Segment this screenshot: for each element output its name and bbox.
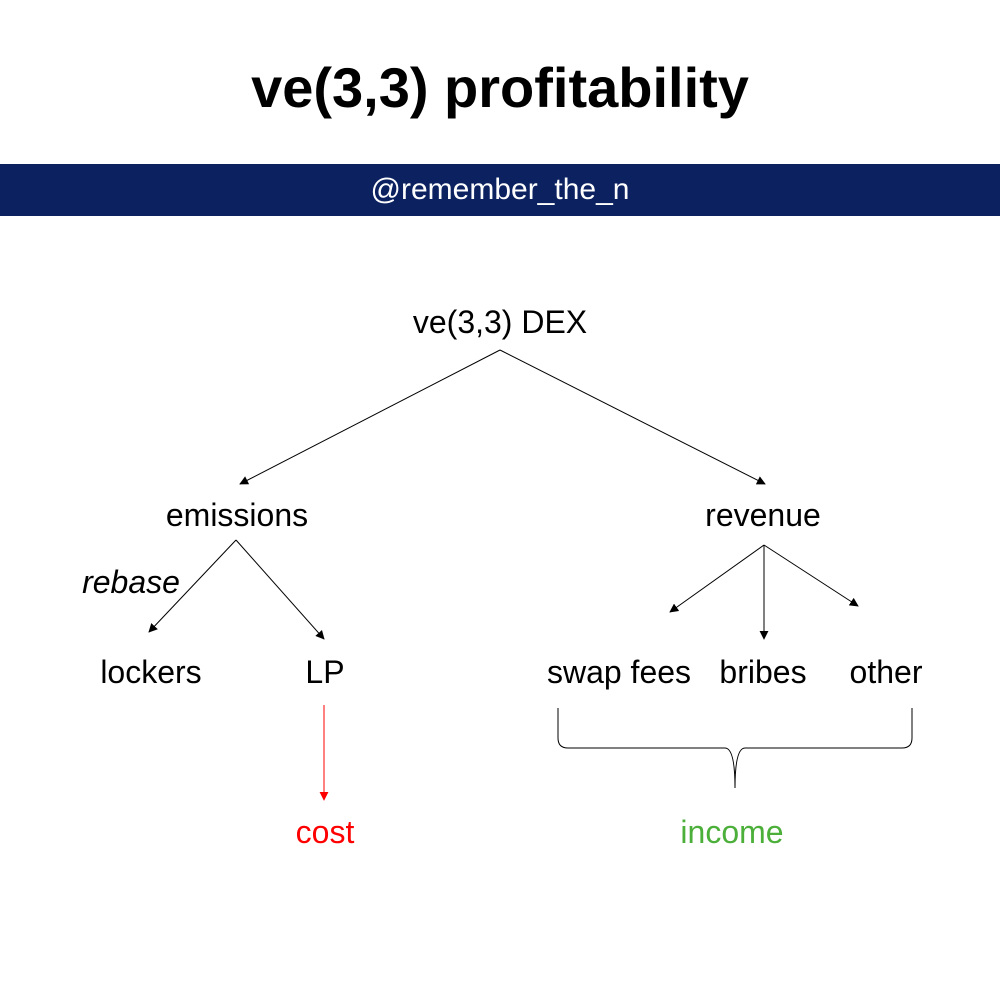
node-other: other — [849, 654, 923, 690]
edge-root-revenue — [499, 349, 766, 485]
node-root: ve(3,3) DEX — [412, 304, 588, 340]
edge-revenue-swap-fees — [669, 544, 765, 613]
node-income: income — [680, 814, 784, 850]
page-title: ve(3,3) profitability — [251, 56, 749, 119]
node-bribes: bribes — [719, 654, 807, 690]
edge-emissions-lp — [235, 539, 325, 640]
edge-emissions-lockers — [148, 539, 237, 633]
node-emissions: emissions — [165, 497, 309, 533]
income-brace — [557, 708, 913, 789]
node-swap-fees: swap fees — [546, 654, 692, 690]
node-cost: cost — [295, 814, 355, 850]
author-banner: @remember_the_n — [0, 164, 1000, 216]
node-revenue: revenue — [705, 497, 821, 533]
edge-root-emissions — [239, 349, 501, 485]
node-lp: LP — [305, 654, 345, 690]
edge-label-rebase: rebase — [82, 564, 180, 600]
author-handle: @remember_the_n — [370, 173, 630, 206]
node-lockers: lockers — [100, 654, 202, 690]
edge-revenue-other — [763, 544, 859, 607]
